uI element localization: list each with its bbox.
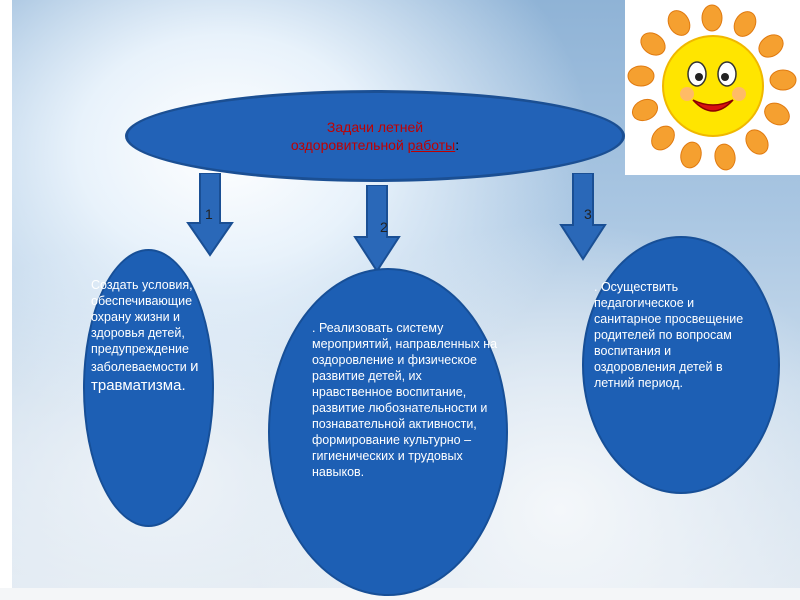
step-number-1: 1 xyxy=(205,206,213,222)
task-1-text: Создать условия, обеспечивающие охрану ж… xyxy=(91,278,193,374)
header-underlined-text: работы xyxy=(407,137,456,153)
sun-picture xyxy=(625,0,800,175)
arrow-down-icon xyxy=(353,185,401,273)
header-colon: : xyxy=(455,137,460,153)
sun-icon xyxy=(627,4,797,171)
step-number-2: 2 xyxy=(380,219,388,235)
task-1-text-large: и травматизма. xyxy=(91,358,199,394)
header-text: оздоровительной xyxy=(290,137,408,153)
task-bubble-3: . Осуществить педагогическое и санитарно… xyxy=(582,236,780,494)
left-margin xyxy=(0,0,12,600)
header-line-2: оздоровительной работы: xyxy=(291,136,459,154)
task-bubble-1: Создать условия, обеспечивающие охрану ж… xyxy=(83,249,214,527)
task-bubble-2: . Реализовать систему мероприятий, напра… xyxy=(268,268,508,596)
header-ellipse: Задачи летней оздоровительной работы: xyxy=(125,90,625,182)
step-number-3: 3 xyxy=(584,206,592,222)
arrow-down-icon xyxy=(559,173,607,261)
task-text-1: Создать условия, обеспечивающие охрану ж… xyxy=(91,277,213,395)
header-line-1: Задачи летней xyxy=(326,119,424,135)
task-text-2: . Реализовать систему мероприятий, напра… xyxy=(312,321,498,479)
arrow-down-icon xyxy=(186,173,234,257)
task-text-3: . Осуществить педагогическое и санитарно… xyxy=(594,280,744,390)
